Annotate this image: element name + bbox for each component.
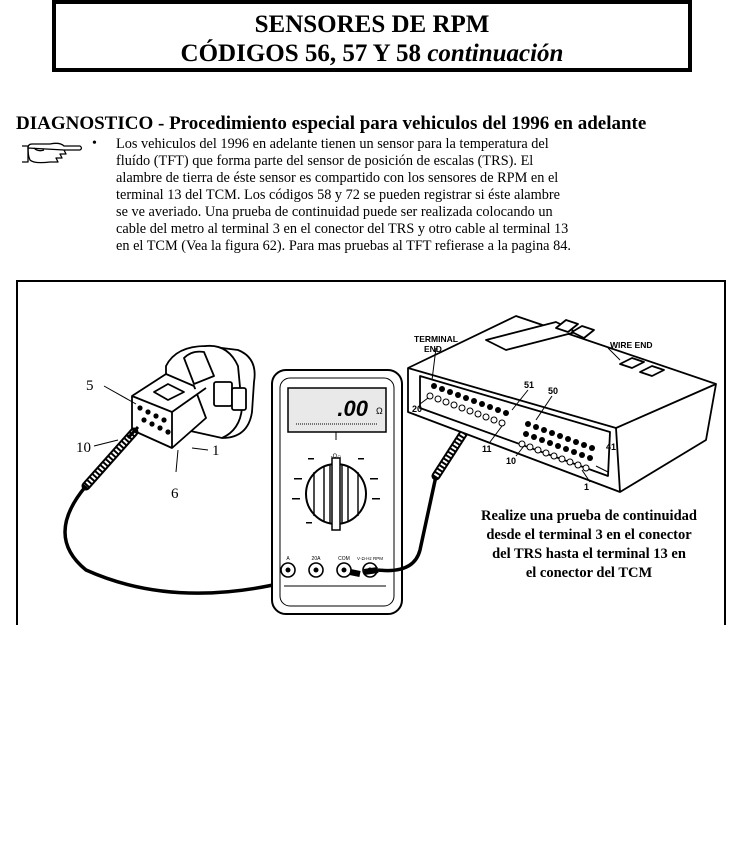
paragraph-line: en el TCM (Vea la figura 62). Para mas p…	[116, 238, 571, 254]
paragraph-line: cable del metro al terminal 3 en el cone…	[116, 221, 569, 237]
caption-line: del TRS hasta el terminal 13 en	[492, 546, 686, 562]
trs-label-6: 6	[171, 486, 179, 502]
caption-line: el conector del TCM	[525, 565, 653, 581]
figure-frame	[16, 280, 726, 625]
trs-label-1: 1	[212, 443, 220, 459]
tcm-label-wire-end: WIRE END	[610, 340, 653, 350]
trs-label-10: 10	[76, 440, 91, 456]
meter-jack-label: COM	[338, 556, 350, 562]
meter-display-reading: .00	[337, 396, 368, 421]
meter-jack-label: 20A	[312, 556, 322, 562]
section-heading: DIAGNOSTICO - Procedimiento especial par…	[16, 113, 647, 134]
tcm-label-50: 50	[548, 386, 558, 396]
tcm-label-11: 11	[482, 444, 492, 454]
trs-label-5: 5	[86, 378, 94, 394]
figure-62-continuity-test: 5 10 6 1	[16, 280, 726, 625]
paragraph-line: alambre de tierra de éste sensor es comp…	[116, 170, 559, 186]
tcm-label-20: 20	[412, 404, 422, 414]
tcm-label-end: END	[424, 344, 442, 354]
body-paragraph: Los vehiculos del 1996 en adelante tiene…	[116, 136, 656, 255]
title-line-2-main: CÓDIGOS 56, 57 Y 58	[180, 40, 428, 67]
title-line-2-italic: continuación	[427, 40, 564, 67]
meter-jack-label: V·Ω·Hz RPM	[357, 556, 383, 561]
paragraph-line: terminal 13 del TCM. Los códigos 58 y 72…	[116, 187, 561, 203]
meter-jack-label: A	[286, 556, 290, 562]
title-line-1: SENSORES DE RPM	[254, 11, 490, 38]
multimeter	[271, 369, 403, 615]
caption-line: Realize una prueba de continuidad	[481, 508, 697, 524]
tcm-label-51: 51	[524, 380, 534, 390]
paragraph-line: Los vehiculos del 1996 en adelante tiene…	[116, 136, 549, 152]
title-line-2: CÓDIGOS 56, 57 Y 58 continuación	[56, 39, 688, 68]
tcm-label-41: 41	[606, 442, 616, 452]
tcm-label-terminal: TERMINAL	[414, 334, 458, 344]
caption-line: desde el terminal 3 en el conector	[486, 527, 692, 543]
tcm-connector	[407, 315, 717, 493]
title-box: SENSORES DE RPM CÓDIGOS 56, 57 Y 58 cont…	[52, 0, 692, 72]
tcm-terminal-row-top	[431, 383, 509, 416]
tcm-terminal-row-bottom	[426, 392, 506, 427]
meter-lead-volt	[377, 475, 438, 573]
paragraph-line: fluído (TFT) que forma parte del sensor …	[116, 153, 534, 169]
bullet-marker: •	[92, 136, 97, 151]
trs-connector	[131, 344, 256, 449]
tcm-label-1: 1	[584, 482, 589, 492]
trs-terminal-cavities	[137, 405, 171, 435]
meter-dial-top-label: -Ω∩	[331, 454, 342, 460]
meter-display-unit: Ω	[376, 406, 383, 416]
paragraph-line: se ve averiado. Una prueba de continuida…	[116, 204, 553, 220]
tcm-label-10: 10	[506, 456, 516, 466]
figure-caption: Realize una prueba de continuidad desde …	[452, 507, 726, 583]
tcm-terminal-block-right	[523, 421, 595, 461]
trs-test-probe	[81, 425, 140, 491]
pointing-hand-icon	[22, 142, 83, 164]
